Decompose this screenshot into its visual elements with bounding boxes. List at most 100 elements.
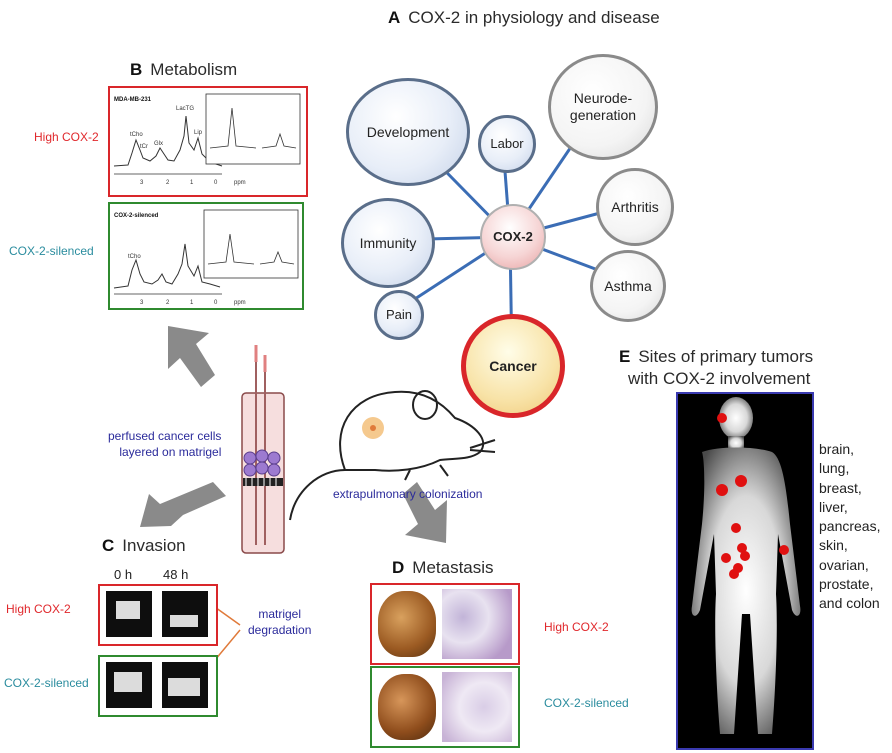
bubble-immunity-label: Immunity — [359, 234, 417, 251]
panel-e-title: E Sites of primary tumors with COX-2 invo… — [619, 346, 813, 390]
bubble-asthma: Asthma — [590, 250, 666, 322]
bubble-neurodegeneration-label: Neurode- generation — [569, 90, 637, 123]
bubble-pain-label: Pain — [385, 307, 413, 323]
bubble-development: Development — [346, 78, 470, 186]
tumor-colon — [740, 551, 750, 561]
peak-label: LacTG — [176, 106, 194, 112]
site-item: skin, — [819, 537, 848, 554]
mouse-illustration — [289, 390, 496, 521]
axis-tick: 1 — [190, 180, 194, 186]
site-item: prostate, — [819, 576, 874, 593]
site-item: pancreas, — [819, 518, 881, 535]
spectrum-high-title: MDA-MB-231 — [114, 97, 152, 103]
bubble-cox2-label: COX-2 — [493, 229, 533, 245]
axis-tick: 3 — [140, 300, 144, 306]
panel-e-title-line2: with COX-2 involvement — [628, 369, 811, 389]
arrow-to-metabolism — [168, 326, 215, 387]
invasion-high-box — [98, 584, 218, 646]
bubble-pain: Pain — [374, 290, 424, 340]
site-item: liver, — [819, 498, 848, 515]
site-item: ovarian, — [819, 556, 869, 573]
mri-silenced-0h — [106, 662, 152, 708]
spectrum-silenced-title: COX-2-silenced — [114, 213, 159, 219]
site-item: brain, — [819, 441, 855, 457]
colonization-label: extrapulmonary colonization — [333, 487, 483, 501]
axis-unit: ppm — [234, 300, 246, 306]
tumor-pancreas — [737, 543, 747, 553]
histology-high — [442, 589, 512, 659]
histology-silenced — [442, 672, 512, 742]
bubble-arthritis: Arthritis — [596, 168, 674, 246]
spectrum-silenced-box: COX-2-silenced tCho 3 2 1 0 ppm — [108, 202, 304, 310]
panel-e-letter: E — [619, 347, 631, 366]
mri-high-0h — [106, 591, 152, 637]
bubble-labor: Labor — [478, 115, 536, 173]
tumor-ovarian — [721, 553, 731, 563]
panel-d-title: D Metastasis — [392, 558, 494, 578]
bubble-cancer-label: Cancer — [489, 357, 537, 374]
panel-b-title-text: Metabolism — [150, 60, 238, 79]
panel-b-title: B Metabolism — [130, 60, 237, 80]
invasion-high-label: High COX-2 — [6, 602, 71, 616]
spectrum-high-plot: MDA-MB-231 tCho tCr Glx LacTG Lip 3 2 1 … — [113, 93, 301, 186]
axis-tick: 3 — [140, 180, 144, 186]
site-item: breast, — [819, 479, 862, 496]
metastasis-high-label: High COX-2 — [544, 620, 609, 634]
tumor-markers — [716, 413, 789, 579]
spectrum-silenced-plot: COX-2-silenced tCho 3 2 1 0 ppm — [113, 209, 299, 306]
panel-a-title: A COX-2 in physiology and disease — [388, 8, 660, 28]
peak-label: tCho — [128, 254, 141, 260]
invasion-silenced-label: COX-2-silenced — [4, 676, 89, 690]
bubble-asthma-label: Asthma — [604, 277, 652, 294]
panel-e-title-line1: Sites of primary tumors — [638, 347, 814, 366]
bubble-arthritis-label: Arthritis — [611, 198, 659, 215]
bubble-neurodegeneration: Neurode- generation — [548, 54, 658, 160]
degradation-label: matrigel degradation — [248, 607, 312, 638]
perfusion-column — [241, 345, 285, 554]
tumor-gut — [729, 569, 739, 579]
flow-arrows — [140, 326, 447, 543]
perfused-cells-label: perfused cancer cells layered on matrige… — [108, 429, 222, 460]
axis-tick: 0 — [214, 300, 218, 306]
peak-label: Glx — [154, 141, 163, 147]
axis-tick: 0 — [214, 180, 218, 186]
invasion-silenced-box — [98, 655, 218, 717]
body-silhouette — [691, 397, 801, 734]
panel-a-letter: A — [388, 8, 401, 27]
panel-b-letter: B — [130, 60, 143, 79]
arrow-to-invasion — [140, 482, 226, 527]
peak-label: tCr — [140, 144, 148, 150]
panel-d-letter: D — [392, 558, 405, 577]
time-label-0h: 0 h — [114, 567, 133, 582]
metastasis-high-box — [370, 583, 520, 665]
bubble-cox2: COX-2 — [480, 204, 546, 270]
cell-layer — [243, 449, 281, 477]
axis-tick: 2 — [166, 300, 170, 306]
mri-silenced-48h — [162, 662, 208, 708]
axis-tick: 1 — [190, 300, 194, 306]
metabolism-high-label: High COX-2 — [34, 130, 99, 144]
bubble-immunity: Immunity — [341, 198, 435, 288]
bubble-cancer: Cancer — [461, 314, 565, 418]
body-figure-panel — [676, 392, 814, 750]
lung-photo-silenced — [378, 674, 436, 740]
metabolism-silenced-label: COX-2-silenced — [9, 244, 94, 258]
arrow-to-metastasis — [403, 482, 447, 543]
tumor-lung — [735, 475, 747, 487]
metastasis-silenced-box — [370, 666, 520, 748]
tumor-liver — [731, 523, 741, 533]
mri-high-48h — [162, 591, 208, 637]
peak-label: Lip — [194, 130, 203, 136]
tumor-breast — [716, 484, 728, 496]
panel-a-title-text: COX-2 in physiology and disease — [408, 8, 660, 27]
site-item: and colon — [819, 595, 880, 612]
site-item: lung, — [819, 460, 850, 477]
time-label-48h: 48 h — [163, 567, 189, 582]
panel-d-title-text: Metastasis — [412, 558, 494, 577]
tumor-skin — [779, 545, 789, 555]
metastasis-silenced-label: COX-2-silenced — [544, 696, 629, 710]
panel-c-title-text: Invasion — [122, 536, 186, 555]
bubble-development-label: Development — [366, 123, 450, 140]
axis-tick: 2 — [166, 180, 170, 186]
panel-c-letter: C — [102, 536, 115, 555]
